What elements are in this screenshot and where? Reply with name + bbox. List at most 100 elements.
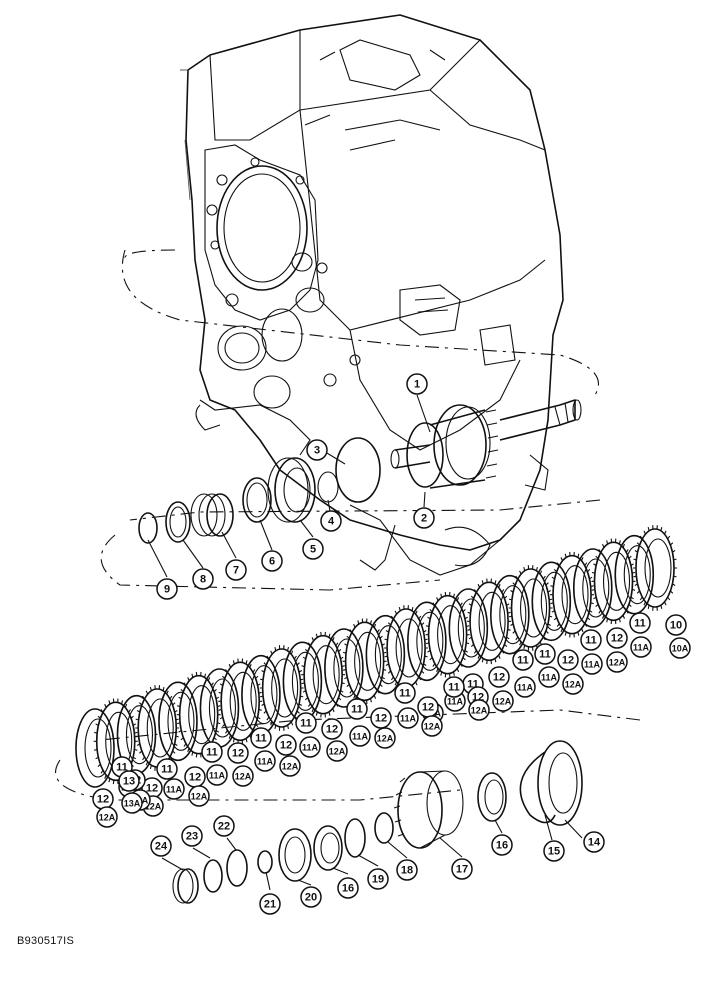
callout-c11r2: 11 [580, 629, 602, 651]
callout-c12ar8: 12A [279, 755, 301, 777]
callout-circle [163, 778, 185, 800]
callout-circle [406, 373, 428, 395]
callout-c1: 1 [406, 373, 428, 395]
callout-number: 11 [300, 718, 312, 730]
friction-disc [301, 631, 346, 718]
callout-circle [394, 682, 416, 704]
callout-number: 12A [377, 734, 394, 744]
callout-c12ar13: 12A [96, 806, 118, 828]
callout-number: 11A [166, 785, 183, 795]
callout-circle [514, 676, 536, 698]
callout-number: 23 [186, 831, 198, 843]
callout-c23: 23 [181, 825, 203, 847]
callout-c22: 22 [213, 815, 235, 837]
callout-number: 11 [634, 618, 646, 630]
callout-circle [192, 568, 214, 590]
callout-circle [630, 636, 652, 658]
callout-c5: 5 [302, 538, 324, 560]
callout-number: 5 [310, 544, 316, 556]
callout-number: 11 [206, 747, 218, 759]
callout-number: 12 [280, 740, 292, 752]
callout-c10a: 10A [669, 637, 691, 659]
callout-c13a: 13A [121, 792, 143, 814]
callout-number: 10A [672, 644, 689, 654]
rear-gear-group [172, 740, 583, 904]
callout-c12r5: 12 [417, 696, 439, 718]
callout-c9: 9 [156, 578, 178, 600]
callout-circle [232, 765, 254, 787]
assembly-centerlines [55, 249, 641, 801]
friction-disc [425, 591, 470, 678]
callout-number: 12A [282, 762, 299, 772]
shaft-assembly [390, 399, 582, 489]
callout-circle [443, 676, 465, 698]
steel-plate [448, 588, 489, 668]
callout-c2: 2 [413, 507, 435, 529]
callout-c6: 6 [261, 550, 283, 572]
callout-c10: 10 [665, 614, 687, 636]
callout-circle [557, 649, 579, 671]
callout-c11r10: 11 [250, 727, 272, 749]
callout-circle [306, 439, 328, 461]
callout-number: 11A [302, 743, 319, 753]
callout-number: 12A [565, 680, 582, 690]
callout-c21: 21 [259, 893, 281, 915]
callout-number: 7 [233, 565, 239, 577]
callout-c11r7: 11 [394, 682, 416, 704]
callout-c12ar9: 12A [232, 765, 254, 787]
callout-number: 11 [161, 764, 173, 776]
callout-number: 12A [145, 802, 162, 812]
callout-circle [227, 742, 249, 764]
callout-number: 11 [399, 688, 411, 700]
callout-c18: 18 [396, 859, 418, 881]
callout-c11r3: 11 [534, 643, 556, 665]
callout-number: 11 [585, 635, 597, 647]
callout-c16a: 16 [491, 834, 513, 856]
callout-circle [629, 612, 651, 634]
callout-circle [326, 740, 348, 762]
callout-c12ar3: 12A [492, 690, 514, 712]
callout-number: 11A [517, 683, 534, 693]
callout-c12r9: 12 [227, 742, 249, 764]
callout-c12ar5: 12A [421, 715, 443, 737]
callout-c11ar12: 11A [163, 778, 185, 800]
callout-number: 17 [456, 864, 468, 876]
callout-circle [337, 877, 359, 899]
callout-circle [606, 627, 628, 649]
callout-number: 12 [422, 702, 434, 714]
clutch-disc-stack [75, 525, 677, 788]
callout-circle [468, 699, 490, 721]
friction-disc [259, 645, 304, 731]
callout-c11r1: 11 [629, 612, 651, 634]
callout-c4: 4 [320, 510, 342, 532]
callout-c12r1: 12 [606, 627, 628, 649]
callout-circle [665, 614, 687, 636]
callout-circle [491, 834, 513, 856]
callout-circle [534, 643, 556, 665]
callout-number: 21 [264, 899, 276, 911]
callout-circle [606, 651, 628, 673]
callout-circle [279, 755, 301, 777]
callout-c13: 13 [118, 770, 140, 792]
callout-c11ar4: 11A [514, 676, 536, 698]
friction-disc [467, 578, 512, 665]
callout-c8: 8 [192, 568, 214, 590]
callout-circle [397, 707, 419, 729]
callout-number: 11 [255, 733, 267, 745]
friction-disc [342, 618, 387, 705]
callout-circle [299, 736, 321, 758]
callout-number: 11A [633, 643, 650, 653]
callout-number: 1 [414, 379, 420, 391]
steel-plate [490, 574, 530, 655]
callout-c11ar11: 11A [206, 764, 228, 786]
callout-number: 12A [191, 792, 208, 802]
friction-disc [591, 538, 636, 625]
callout-c20: 20 [300, 886, 322, 908]
callout-circle [118, 770, 140, 792]
figure-reference-code: B930517IS [17, 935, 75, 947]
callout-number: 10 [670, 620, 682, 632]
callout-number: 13A [124, 799, 141, 809]
callout-number: 12 [375, 713, 387, 725]
callout-circle [488, 666, 510, 688]
transmission-housing [180, 14, 564, 576]
